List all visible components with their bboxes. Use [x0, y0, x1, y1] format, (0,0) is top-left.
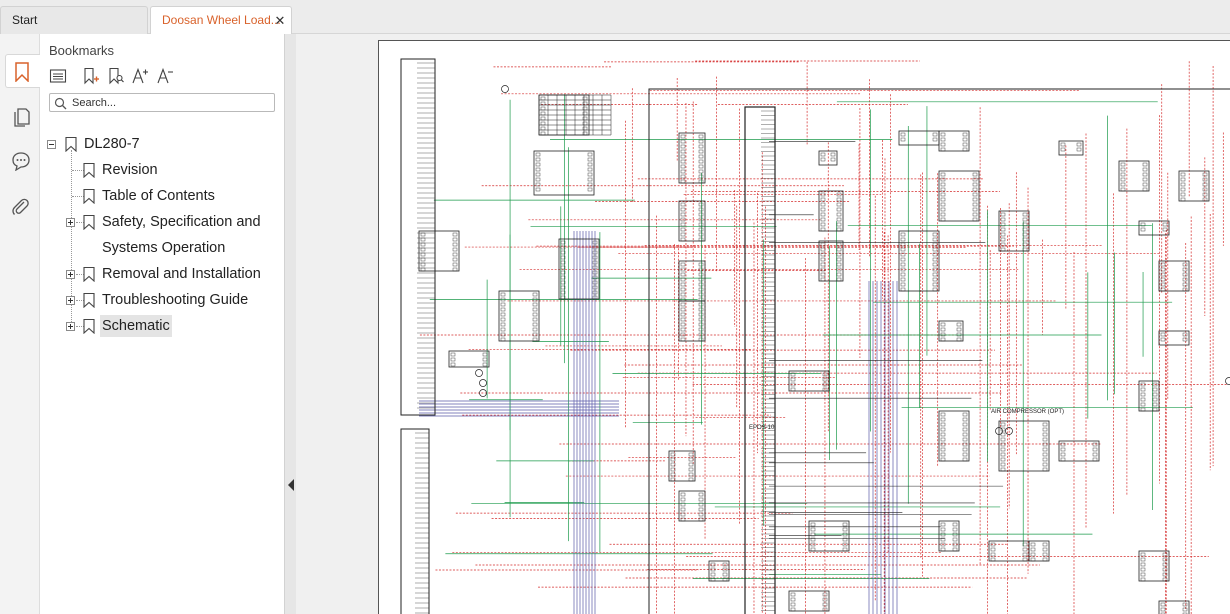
tree-guide-line — [71, 150, 72, 326]
bookmark-search-box — [49, 93, 275, 112]
panel-title: Bookmarks — [49, 43, 115, 58]
attachments-panel-button[interactable] — [5, 190, 36, 224]
comments-panel-button[interactable] — [5, 144, 36, 178]
search-icon — [54, 97, 67, 110]
increase-text-size-button[interactable] — [130, 66, 150, 86]
bookmark-table-of-contents[interactable]: Table of Contents — [102, 188, 215, 204]
wiring-schematic-drawing: EPOS-10 AIR COMPRESSOR (OPT) — [400, 58, 1230, 614]
list-view-button[interactable] — [48, 66, 68, 86]
increase-text-size-icon — [132, 67, 148, 84]
collapse-panel-arrow-icon[interactable] — [288, 479, 294, 491]
comment-icon — [12, 152, 30, 171]
tab-bar: Start Doosan Wheel Load... ✕ — [0, 0, 1230, 35]
panel-splitter[interactable] — [284, 34, 296, 614]
bookmark-icon — [83, 293, 95, 308]
bookmark-root[interactable]: DL280-7 — [84, 136, 140, 152]
bookmarks-panel: Bookmarks — [40, 34, 284, 614]
bookmark-icon — [15, 62, 29, 82]
tree-guide-line — [72, 196, 84, 197]
add-bookmark-icon — [84, 67, 99, 85]
bookmark-icon — [83, 215, 95, 230]
ecu-label: EPOS-10 — [749, 425, 775, 431]
add-bookmark-button[interactable] — [81, 66, 101, 86]
tab-start[interactable]: Start — [0, 6, 148, 34]
decrease-text-size-button[interactable] — [155, 66, 175, 86]
expand-safety-toggle[interactable] — [66, 218, 75, 227]
navigation-rail — [0, 34, 41, 614]
attachment-icon — [12, 198, 29, 215]
decrease-text-size-icon — [157, 67, 173, 84]
air-compressor-label: AIR COMPRESSOR (OPT) — [991, 409, 1064, 415]
list-view-icon — [49, 69, 67, 83]
tab-document-label: Doosan Wheel Load... — [162, 13, 281, 27]
bookmark-revision[interactable]: Revision — [102, 162, 158, 178]
bookmark-icon — [65, 137, 77, 152]
bookmark-icon — [83, 163, 95, 178]
bookmark-removal-installation[interactable]: Removal and Installation — [102, 266, 261, 282]
tree-guide-line — [72, 170, 84, 171]
bookmark-icon — [83, 189, 95, 204]
bookmark-safety-specification[interactable]: Safety, Specification and — [102, 214, 261, 230]
find-bookmark-icon — [109, 67, 124, 85]
close-tab-icon[interactable]: ✕ — [274, 13, 286, 28]
bookmarks-panel-button[interactable] — [5, 54, 41, 88]
expand-schematic-toggle[interactable] — [66, 322, 75, 331]
document-viewer[interactable]: EPOS-10 AIR COMPRESSOR (OPT) — [296, 34, 1230, 614]
bookmark-icon — [83, 319, 95, 334]
expand-removal-toggle[interactable] — [66, 270, 75, 279]
expand-troubleshooting-toggle[interactable] — [66, 296, 75, 305]
pages-icon — [14, 108, 30, 127]
tree-guide-line — [76, 274, 84, 275]
tree-guide-line — [76, 326, 84, 327]
collapse-root-toggle[interactable] — [47, 140, 56, 149]
bookmark-search-input[interactable] — [72, 95, 268, 110]
tree-guide-line — [76, 222, 84, 223]
bookmark-icon — [83, 267, 95, 282]
bookmark-troubleshooting-guide[interactable]: Troubleshooting Guide — [102, 292, 249, 308]
tab-document[interactable]: Doosan Wheel Load... ✕ — [150, 6, 292, 35]
schematic-page: EPOS-10 AIR COMPRESSOR (OPT) — [378, 40, 1230, 614]
pages-panel-button[interactable] — [5, 100, 36, 134]
bookmark-safety-specification-line2[interactable]: Systems Operation — [102, 240, 226, 256]
find-bookmark-button[interactable] — [106, 66, 126, 86]
tab-start-label: Start — [12, 13, 38, 27]
bookmark-schematic[interactable]: Schematic — [100, 315, 172, 337]
tree-guide-line — [76, 300, 84, 301]
